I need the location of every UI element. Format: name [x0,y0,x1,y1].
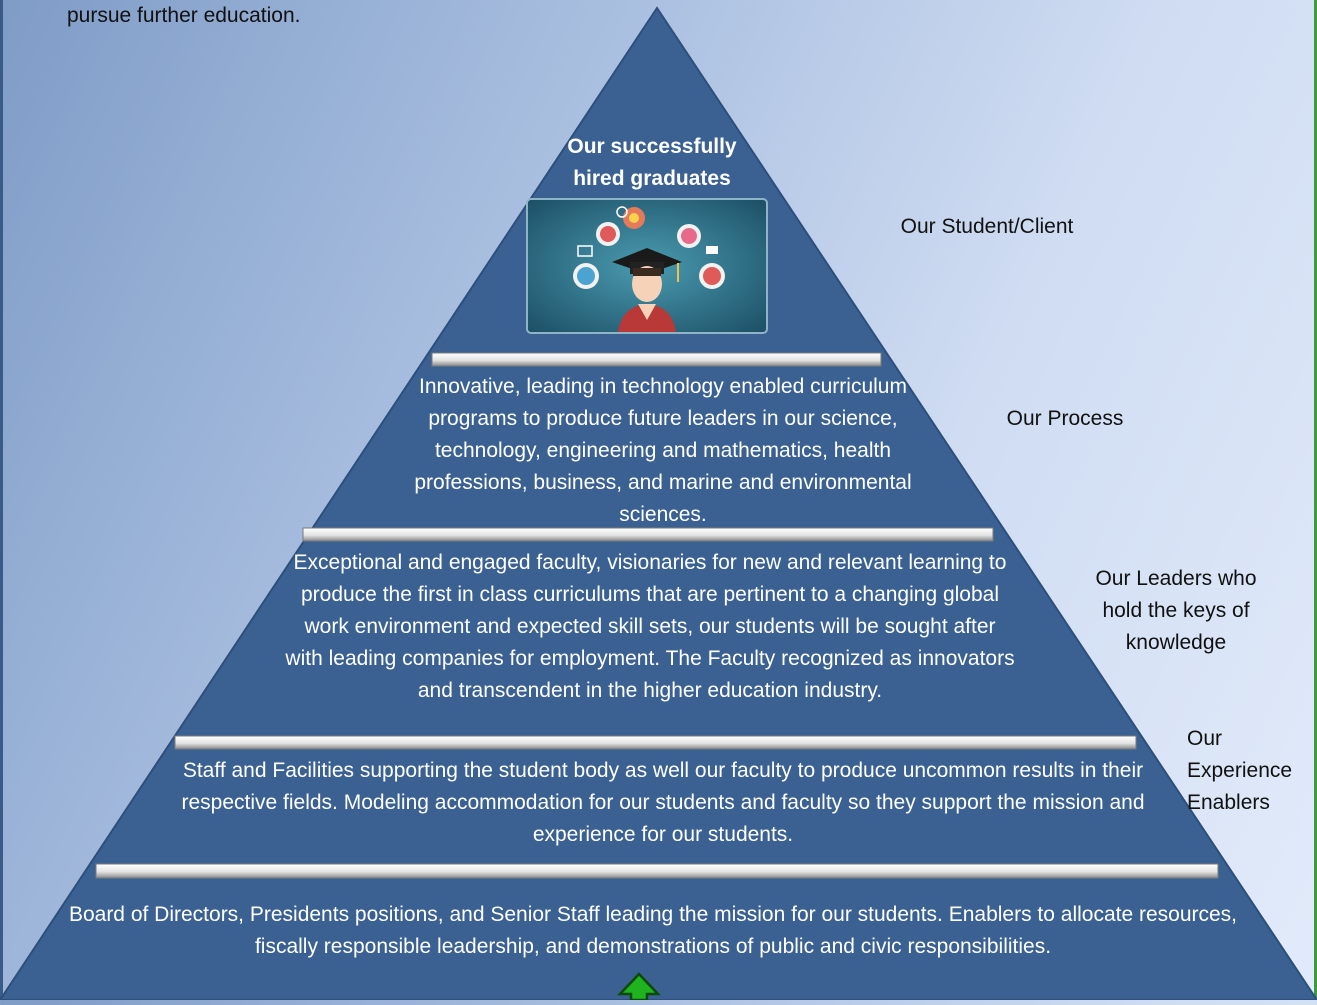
up-arrow-icon [616,972,662,1002]
side-label-enablers: Our Experience Enablers [1187,727,1293,814]
tier-text-leaders: Exceptional and engaged faculty, visiona… [285,551,1015,702]
tier-divider-4 [95,863,1219,879]
tier-text-enablers: Staff and Facilities supporting the stud… [181,759,1145,846]
pyramid-top-title: Our successfully hired graduates [567,135,737,190]
side-label-process: Our Process [1006,407,1124,430]
intro-text: pursue further education. [67,4,301,27]
pyramid-body [0,6,1317,1000]
side-label-student: Our Student/Client [900,215,1074,238]
tier-divider-1 [431,352,882,367]
right-frame-border [1314,0,1317,1000]
side-label-leaders: Our Leaders who hold the keys of knowled… [1095,567,1257,654]
tier-text-board: Board of Directors, Presidents positions… [68,903,1238,958]
tier-divider-2 [302,527,994,542]
graduate-illustration-icon [526,198,768,334]
left-frame-border [0,0,3,1000]
tier-text-process: Innovative, leading in technology enable… [414,375,912,526]
tier-divider-3 [174,735,1137,750]
